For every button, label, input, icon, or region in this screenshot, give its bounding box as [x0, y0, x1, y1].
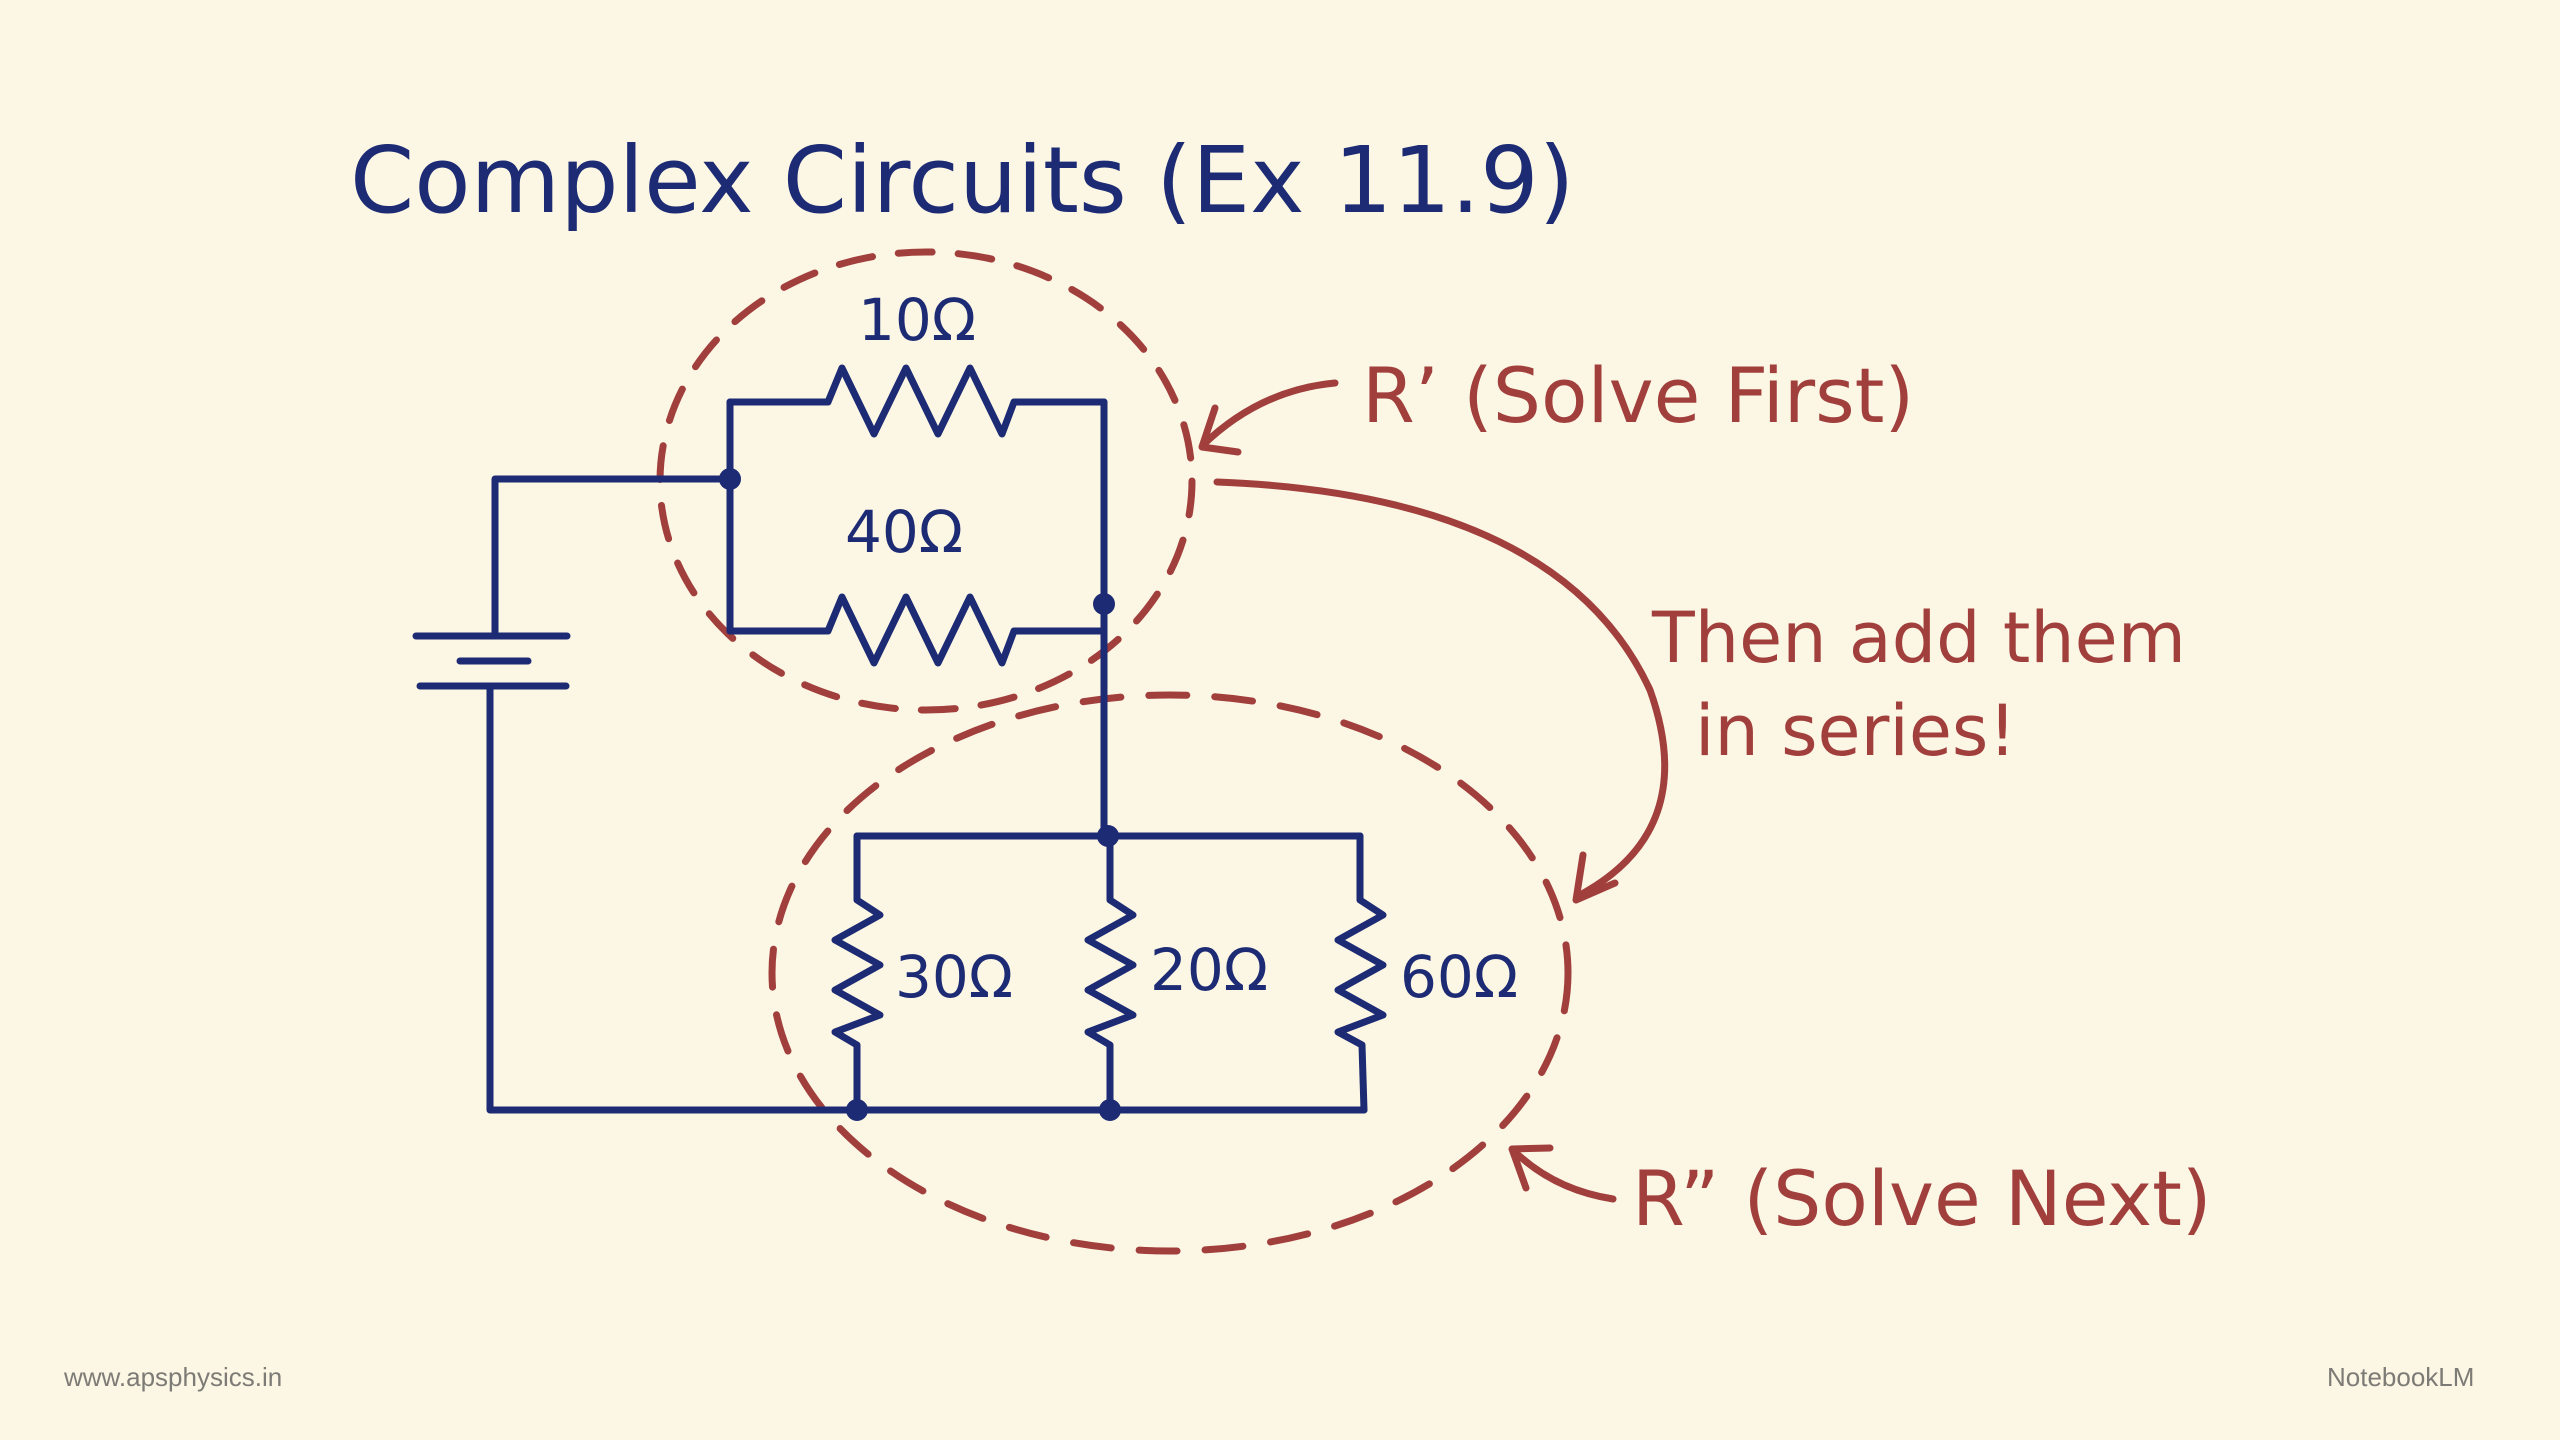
resistor-20-ohm — [1084, 832, 1137, 1114]
page-title: Complex Circuits (Ex 11.9) — [350, 127, 1575, 234]
resistor-10-ohm — [726, 364, 1108, 438]
series-note-line2: in series! — [1695, 690, 2016, 772]
resistor-label-60: 60Ω — [1400, 943, 1518, 1011]
junction-node — [1099, 1099, 1121, 1121]
resistor-60-ohm — [1334, 832, 1387, 1114]
arrow-to-r-prime — [1199, 379, 1339, 449]
website-footer: www.apsphysics.in — [64, 1362, 283, 1392]
junction-node — [846, 1099, 868, 1121]
arrow-head-r-prime — [1198, 404, 1242, 456]
notebooklm-watermark: NotebookLM — [2327, 1362, 2475, 1392]
resistor-40-ohm — [726, 593, 1108, 667]
arrow-series-curve — [1213, 478, 1669, 899]
junction-node — [1093, 593, 1115, 615]
r-double-prime-group-outline — [768, 691, 1572, 1255]
resistor-label-10: 10Ω — [858, 286, 976, 354]
wire-left-top — [491, 475, 731, 636]
resistor-label-20: 20Ω — [1150, 936, 1268, 1004]
r-prime-label: R’ (Solve First) — [1362, 351, 1914, 440]
wire-left-bottom — [486, 682, 861, 1114]
series-note-line1: Then add them — [1651, 597, 2186, 679]
r-double-prime-label: R” (Solve Next) — [1632, 1154, 2212, 1243]
resistor-label-30: 30Ω — [895, 943, 1013, 1011]
junction-node — [719, 468, 741, 490]
resistor-label-40: 40Ω — [845, 498, 963, 566]
resistor-30-ohm — [831, 832, 884, 1114]
junction-node — [1097, 825, 1119, 847]
arrow-head-series — [1572, 851, 1619, 904]
arrow-to-r-double-prime — [1511, 1148, 1617, 1203]
arrow-head-r-double-prime — [1508, 1144, 1554, 1192]
